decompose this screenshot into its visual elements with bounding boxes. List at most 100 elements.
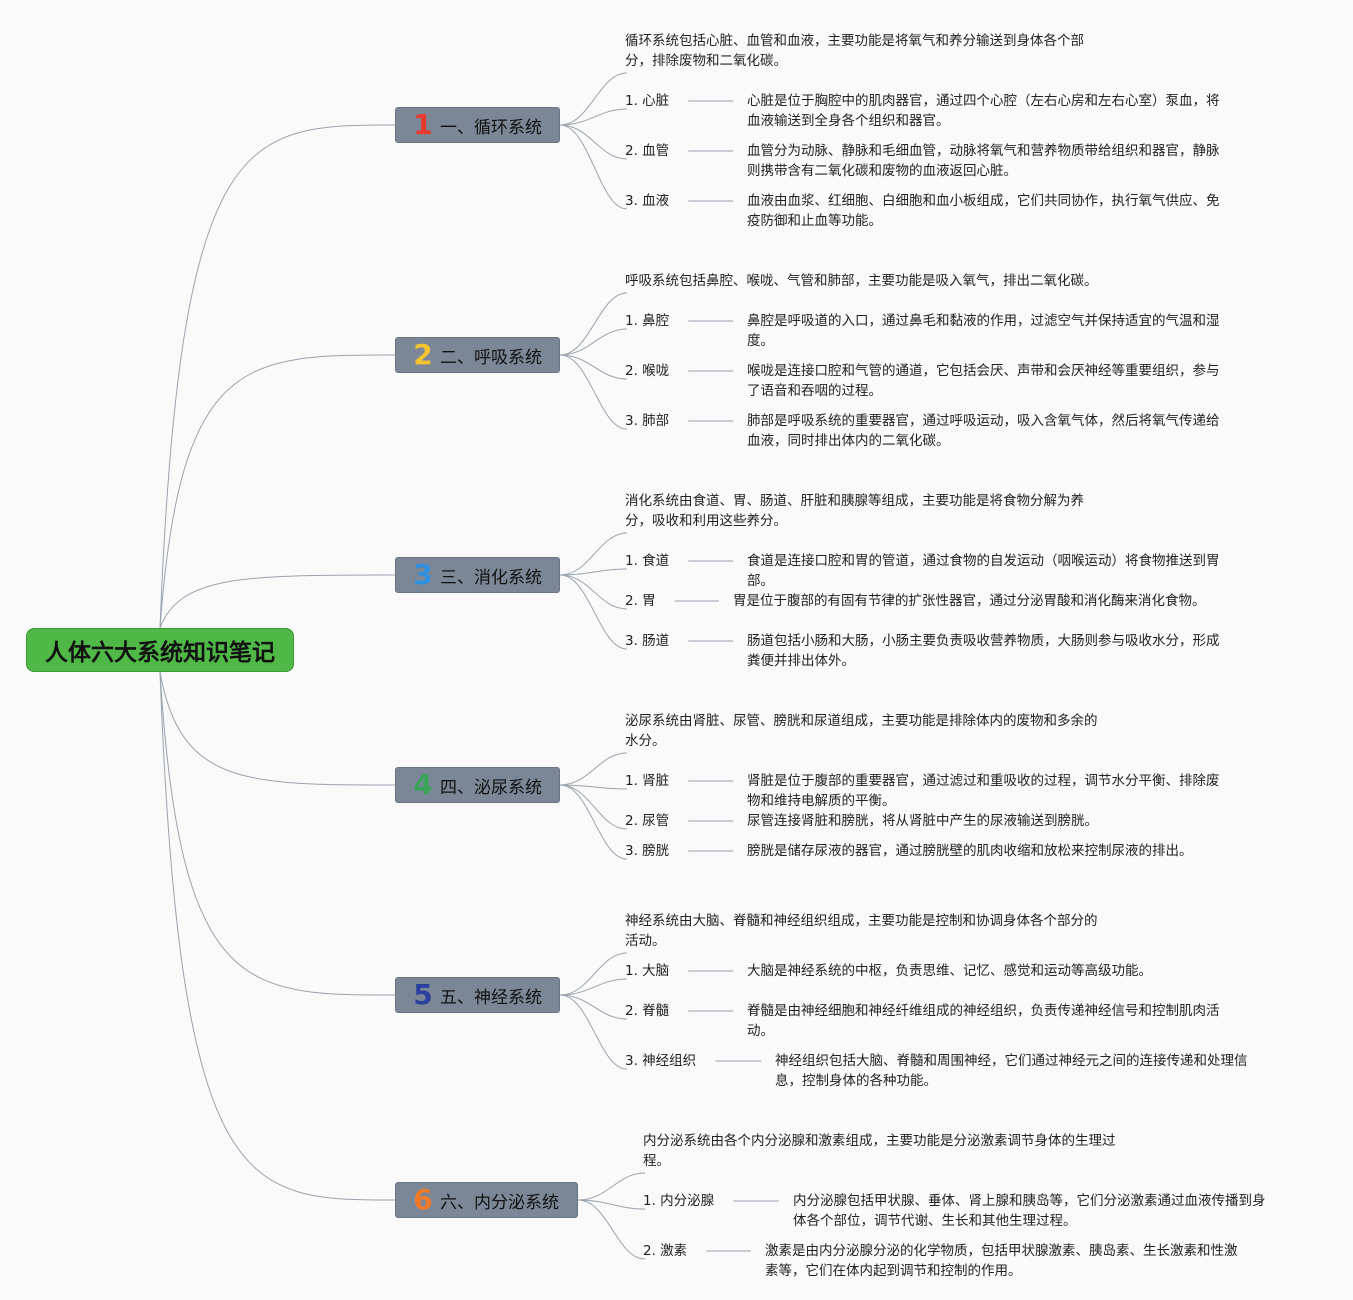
item-label[interactable]: 3. 神经组织	[625, 1053, 697, 1069]
summary-line: 呼吸系统包括鼻腔、喉咙、气管和肺部，主要功能是吸入氧气，排出二氧化碳。	[625, 273, 1098, 289]
summary-line: 分，吸收和利用这些养分。	[625, 513, 787, 529]
item-label[interactable]: 2. 喉咙	[625, 363, 670, 379]
branch-node[interactable]: 5 五、神经系统	[395, 977, 560, 1013]
description-line: 食道是连接口腔和胃的管道，通过食物的自发运动（咽喉运动）将食物推送到胃	[747, 553, 1220, 569]
description-line: 血管分为动脉、静脉和毛细血管，动脉将氧气和营养物质带给组织和器官，静脉	[747, 143, 1220, 159]
item-connector	[559, 354, 628, 430]
root-branch-connector	[159, 574, 396, 629]
description-line: 肺部是呼吸系统的重要器官，通过呼吸运动，吸入含氧气体，然后将氧气传递给	[747, 413, 1220, 429]
summary-connector	[559, 292, 628, 356]
description-line: 大脑是神经系统的中枢，负责思维、记忆、感觉和运动等高级功能。	[747, 963, 1152, 979]
description-line: 物和维持电解质的平衡。	[747, 793, 896, 809]
summary-line: 泌尿系统由肾脏、尿管、膀胱和尿道组成，主要功能是排除体内的废物和多余的	[625, 713, 1098, 729]
item-label[interactable]: 2. 脊髓	[625, 1003, 670, 1019]
description-line: 部。	[747, 573, 774, 589]
item-description: 神经组织包括大脑、脊髓和周围神经，它们通过神经元之间的连接传递和处理信息，控制身…	[775, 1051, 1248, 1091]
item-label[interactable]: 1. 肾脏	[625, 773, 670, 789]
item-description: 血液由血浆、红细胞、白细胞和血小板组成，它们共同协作，执行氧气供应、免疫防御和止…	[747, 191, 1220, 231]
item-description: 肺部是呼吸系统的重要器官，通过呼吸运动，吸入含氧气体，然后将氧气传递给血液，同时…	[747, 411, 1220, 451]
summary-connector	[559, 532, 628, 576]
root-branch-connector	[159, 124, 396, 629]
item-connector	[559, 978, 628, 996]
branch-number: 3	[413, 558, 433, 591]
description-line: 肾脏是位于腹部的重要器官，通过滤过和重吸收的过程，调节水分平衡、排除废	[747, 773, 1220, 789]
branch-title: 三、消化系统	[440, 567, 542, 588]
item-connector	[559, 784, 628, 860]
description-line: 了语音和吞咽的过程。	[747, 383, 882, 399]
item-label[interactable]: 2. 尿管	[625, 813, 670, 829]
root-branch-connector	[159, 671, 396, 786]
item-description: 内分泌腺包括甲状腺、垂体、肾上腺和胰岛等，它们分泌激素通过血液传播到身体各个部位…	[793, 1191, 1266, 1231]
branch-node[interactable]: 6 六、内分泌系统	[395, 1182, 578, 1218]
root-node[interactable]: 人体六大系统知识笔记	[26, 628, 294, 672]
item-connector	[559, 784, 628, 830]
item-connector	[559, 108, 628, 126]
item-label[interactable]: 2. 血管	[625, 143, 670, 159]
item-connector	[559, 328, 628, 356]
branch-number: 6	[413, 1183, 433, 1216]
item-connector	[559, 124, 628, 160]
branch-title: 二、呼吸系统	[440, 347, 542, 368]
branch-summary: 消化系统由食道、胃、肠道、肝脏和胰腺等组成，主要功能是将食物分解为养分，吸收和利…	[625, 491, 1084, 531]
item-label[interactable]: 1. 内分泌腺	[643, 1193, 715, 1209]
item-label[interactable]: 1. 大脑	[625, 963, 670, 979]
description-line: 疫防御和止血等功能。	[747, 213, 882, 229]
description-line: 喉咙是连接口腔和气管的通道，它包括会厌、声带和会厌神经等重要组织，参与	[747, 363, 1220, 379]
branch-number: 2	[413, 338, 433, 371]
root-title: 人体六大系统知识笔记	[45, 640, 275, 666]
branch-summary: 循环系统包括心脏、血管和血液，主要功能是将氧气和养分输送到身体各个部分，排除废物…	[625, 31, 1084, 71]
item-label[interactable]: 1. 心脏	[625, 93, 670, 109]
summary-connector	[577, 1172, 646, 1201]
item-connector	[559, 124, 628, 210]
branch-title: 五、神经系统	[440, 987, 542, 1008]
item-label[interactable]: 1. 食道	[625, 553, 670, 569]
branch-number: 4	[413, 768, 433, 801]
description-line: 动。	[747, 1023, 774, 1039]
description-line: 则携带含有二氧化碳和废物的血液返回心脏。	[747, 163, 1017, 179]
description-line: 膀胱是储存尿液的器官，通过膀胱壁的肌肉收缩和放松来控制尿液的排出。	[747, 843, 1193, 859]
description-line: 度。	[747, 333, 774, 349]
item-connector	[559, 784, 628, 790]
summary-line: 分，排除废物和二氧化碳。	[625, 53, 787, 69]
description-line: 内分泌腺包括甲状腺、垂体、肾上腺和胰岛等，它们分泌激素通过血液传播到身	[793, 1193, 1266, 1209]
item-description: 喉咙是连接口腔和气管的通道，它包括会厌、声带和会厌神经等重要组织，参与了语音和吞…	[747, 361, 1220, 401]
root-branch-connector	[159, 354, 396, 629]
item-label[interactable]: 2. 胃	[625, 593, 656, 609]
summary-line: 内分泌系统由各个内分泌腺和激素组成，主要功能是分泌激素调节身体的生理过	[643, 1133, 1116, 1149]
description-line: 胃是位于腹部的有固有节律的扩张性器官，通过分泌胃酸和消化酶来消化食物。	[733, 593, 1206, 609]
branch-node[interactable]: 3 三、消化系统	[395, 557, 560, 593]
item-label[interactable]: 3. 血液	[625, 193, 670, 209]
summary-connector	[559, 952, 628, 996]
item-connector	[559, 354, 628, 380]
branch-node[interactable]: 2 二、呼吸系统	[395, 337, 560, 373]
item-connector	[559, 568, 628, 576]
summary-line: 消化系统由食道、胃、肠道、肝脏和胰腺等组成，主要功能是将食物分解为养	[625, 493, 1084, 509]
item-label[interactable]: 3. 膀胱	[625, 843, 670, 859]
root-branch-connector	[159, 671, 396, 1201]
summary-line: 程。	[643, 1153, 670, 1169]
item-label[interactable]: 1. 鼻腔	[625, 313, 670, 329]
branch-summary: 内分泌系统由各个内分泌腺和激素组成，主要功能是分泌激素调节身体的生理过程。	[643, 1131, 1116, 1171]
item-description: 心脏是位于胸腔中的肌肉器官，通过四个心腔（左右心房和左右心室）泵血，将血液输送到…	[747, 91, 1220, 131]
item-description: 胃是位于腹部的有固有节律的扩张性器官，通过分泌胃酸和消化酶来消化食物。	[733, 591, 1206, 611]
description-line: 血液由血浆、红细胞、白细胞和血小板组成，它们共同协作，执行氧气供应、免	[747, 193, 1220, 209]
item-label[interactable]: 3. 肠道	[625, 633, 670, 649]
description-line: 激素是由内分泌腺分泌的化学物质，包括甲状腺激素、胰岛素、生长激素和性激	[765, 1243, 1238, 1259]
branch-title: 六、内分泌系统	[440, 1192, 559, 1213]
branch-number: 1	[413, 108, 433, 141]
item-connector	[577, 1199, 646, 1260]
item-description: 鼻腔是呼吸道的入口，通过鼻毛和黏液的作用，过滤空气并保持适宜的气温和湿度。	[747, 311, 1220, 351]
summary-connector	[559, 752, 628, 786]
summary-line: 活动。	[625, 933, 666, 949]
item-label[interactable]: 2. 激素	[643, 1243, 688, 1259]
summary-line: 水分。	[625, 733, 666, 749]
item-description: 食道是连接口腔和胃的管道，通过食物的自发运动（咽喉运动）将食物推送到胃部。	[747, 551, 1220, 591]
item-label[interactable]: 3. 肺部	[625, 413, 670, 429]
branch-number: 5	[413, 978, 433, 1011]
item-description: 激素是由内分泌腺分泌的化学物质，包括甲状腺激素、胰岛素、生长激素和性激素等，它们…	[765, 1241, 1238, 1281]
item-connector	[559, 574, 628, 650]
summary-line: 循环系统包括心脏、血管和血液，主要功能是将氧气和养分输送到身体各个部	[625, 33, 1084, 49]
